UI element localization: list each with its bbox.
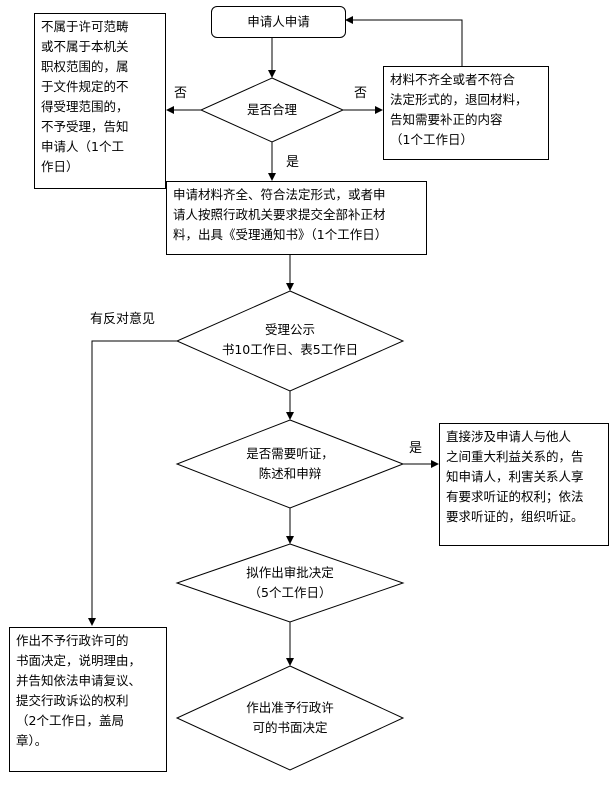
draft-line: 拟作出审批决定 <box>246 565 334 580</box>
deny-decision-box: 作出不予行政许可的 书面决定，说明理由， 并告知依法申请复议、 提交行政诉讼的权… <box>9 627 167 772</box>
hearing-notice-line: 直接涉及申请人与他人 <box>446 429 572 444</box>
decision-reasonable-label: 是否合理 <box>202 100 342 120</box>
hearing-notice-line: 之间重大利益关系的，告 <box>446 449 584 464</box>
decision-reasonable-text: 是否合理 <box>246 102 297 117</box>
return-line: （1个工作日） <box>390 132 473 147</box>
accept-line: 料，出具《受理通知书》（1个工作日） <box>173 227 388 242</box>
hearing-notice-line: 有要求听证的权利；依法 <box>446 489 584 504</box>
edge-label-yes-right: 是 <box>409 441 423 456</box>
start-label: 申请人申请 <box>247 14 310 29</box>
deny-line: 书面决定，说明理由， <box>16 653 142 668</box>
reject-line: 职权范围的，属 <box>41 59 129 74</box>
draft-line: （5个工作日） <box>248 585 332 600</box>
edge-label-objection: 有反对意见 <box>90 312 156 327</box>
reject-line: 作日） <box>41 159 79 174</box>
grant-line: 可的书面决定 <box>252 720 328 735</box>
accept-line: 申请材料齐全、符合法定形式，或者申 <box>173 187 386 202</box>
hearing-notice-line: 知申请人，利害关系人享 <box>446 469 584 484</box>
return-line: 告知需要补正的内容 <box>390 112 503 127</box>
edge-label-yes-down: 是 <box>286 155 300 170</box>
deny-line: （2个工作日，盖局 <box>16 713 124 728</box>
decision-draft-label: 拟作出审批决定 （5个工作日） <box>200 563 380 603</box>
accept-notice-box: 申请材料齐全、符合法定形式，或者申 请人按照行政机关要求提交全部补正材 料，出具… <box>166 181 427 255</box>
return-materials-box: 材料不齐全或者不符合 法定形式的，退回材料， 告知需要补正的内容 （1个工作日） <box>383 66 549 160</box>
decision-public-notice-label: 受理公示 书10工作日、表5工作日 <box>200 320 380 360</box>
deny-line: 并告知依法申请复议、 <box>16 673 142 688</box>
start-node: 申请人申请 <box>211 6 346 38</box>
return-line: 法定形式的，退回材料， <box>390 92 528 107</box>
public-notice-line: 书10工作日、表5工作日 <box>221 342 359 357</box>
edge-label-no-left: 否 <box>174 86 188 101</box>
deny-line: 作出不予行政许可的 <box>16 633 129 648</box>
return-line: 材料不齐全或者不符合 <box>390 72 516 87</box>
reject-line: 申请人（1个工 <box>41 139 124 154</box>
public-notice-line: 受理公示 <box>264 322 315 337</box>
reject-line: 不予受理，告知 <box>41 119 129 134</box>
accept-line: 请人按照行政机关要求提交全部补正材 <box>173 207 386 222</box>
decision-hearing-label: 是否需要听证， 陈述和申辩 <box>200 444 380 484</box>
hearing-notice-box: 直接涉及申请人与他人 之间重大利益关系的，告 知申请人，利害关系人享 有要求听证… <box>439 423 609 546</box>
hearing-line: 陈述和申辩 <box>258 466 322 481</box>
reject-out-of-scope-box: 不属于许可范畴 或不属于本机关 职权范围的，属 于文件规定的不 得受理范围的， … <box>34 13 166 189</box>
reject-line: 或不属于本机关 <box>41 39 129 54</box>
edge-label-no-right: 否 <box>354 86 368 101</box>
hearing-notice-line: 要求听证的，组织听证。 <box>446 509 584 524</box>
grant-line: 作出准予行政许 <box>246 700 334 715</box>
deny-line: 章）。 <box>16 733 48 748</box>
reject-line: 于文件规定的不 <box>41 79 129 94</box>
deny-line: 提交行政诉讼的权利 <box>16 693 129 708</box>
hearing-line: 是否需要听证， <box>246 446 334 461</box>
decision-grant-label: 作出准予行政许 可的书面决定 <box>200 698 380 738</box>
reject-line: 不属于许可范畴 <box>41 19 129 34</box>
decision-grant-shape <box>175 665 405 771</box>
reject-line: 得受理范围的， <box>41 99 129 114</box>
